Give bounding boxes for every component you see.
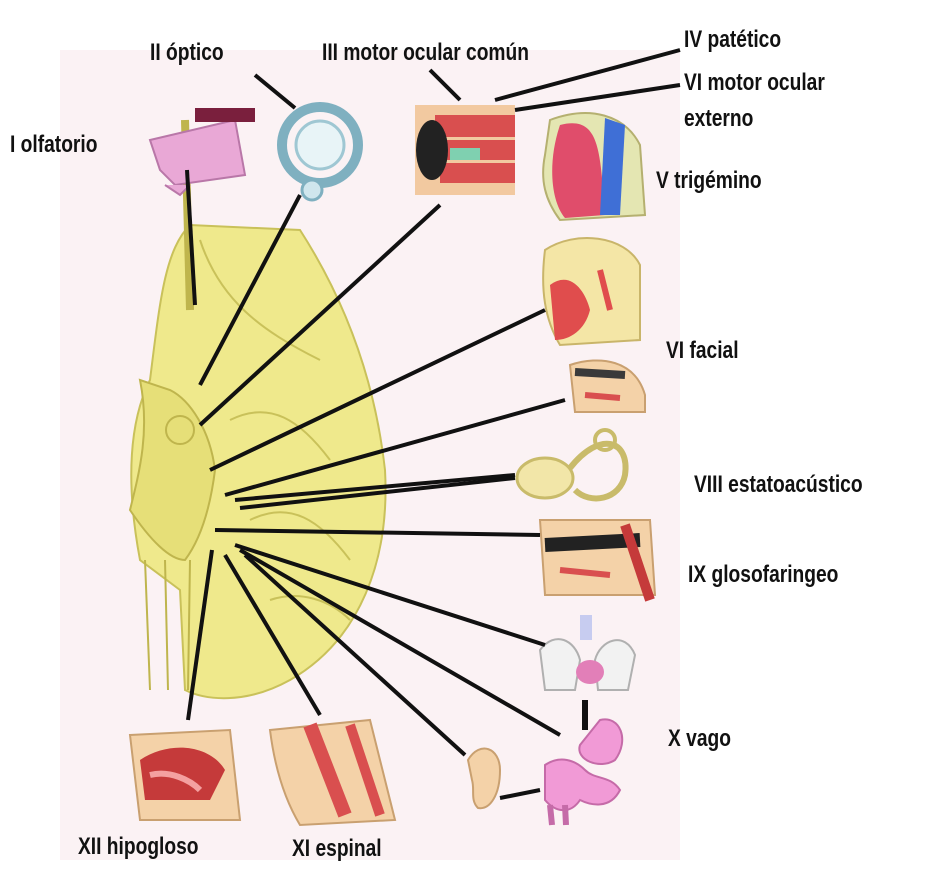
label-glosofaringeo: IX glosofaringeo [688,560,838,590]
label-hipogloso: XII hipogloso [78,832,199,862]
label-facial: VI facial [666,336,739,366]
label-motor-ocular-comun: III motor ocular común [322,38,529,68]
label-espinal: XI espinal [292,834,382,864]
label-optico: II óptico [150,38,224,68]
label-patetico: IV patético [684,25,781,55]
label-motor-ocular-externo-line1: VI motor ocular [684,68,825,98]
label-olfatorio: I olfatorio [10,130,97,160]
label-estatoacustico: VIII estatoacústico [694,470,863,500]
label-trigemino: V trigémino [656,166,762,196]
facial-illustration [543,238,640,345]
label-vago: X vago [668,724,731,754]
ojo-musculos-illustration [415,105,515,195]
garganta-illustration [540,520,655,600]
trigemino-illustration [543,113,645,220]
label-motor-ocular-externo-line2: externo [684,104,753,134]
hipogloso-illustration [130,730,240,820]
